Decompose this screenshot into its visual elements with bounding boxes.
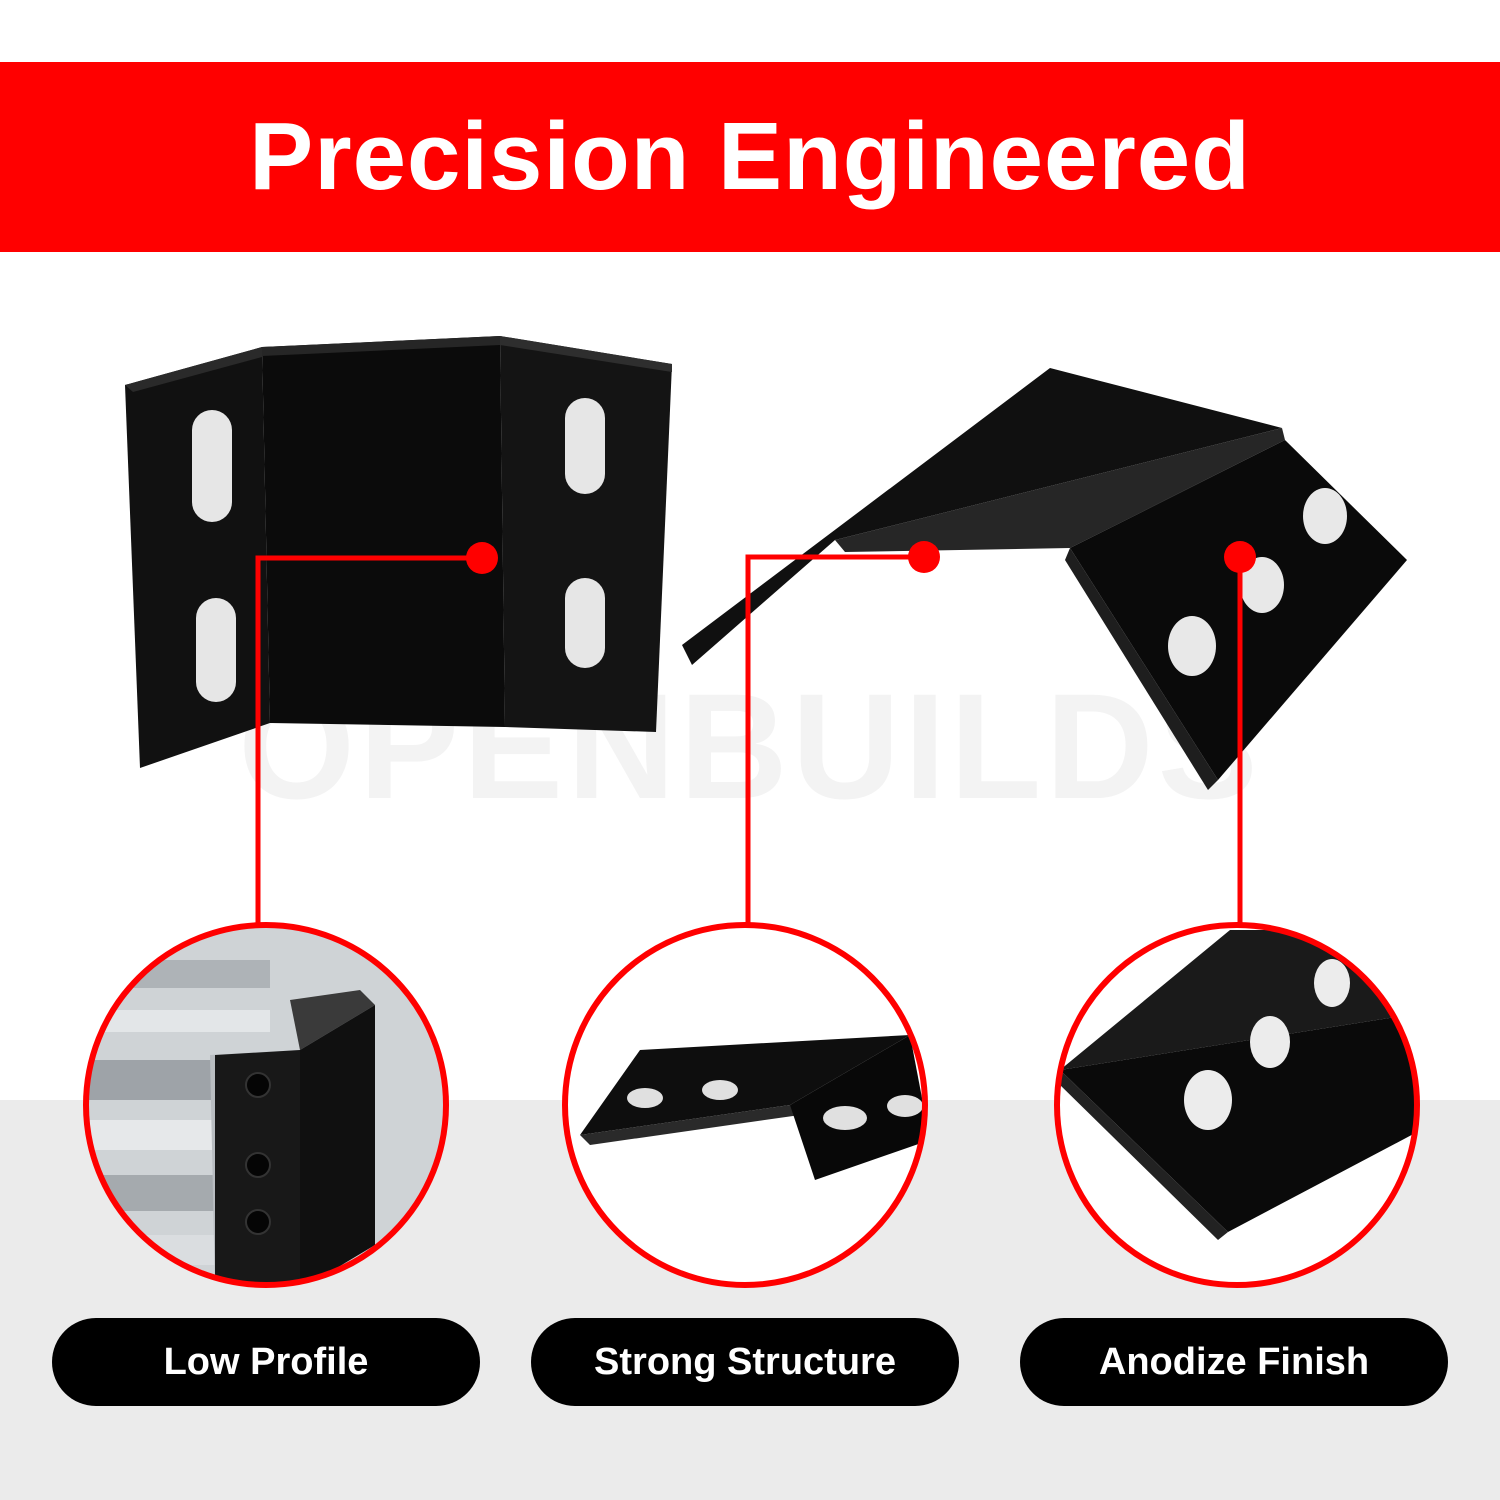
feature-label-strong-structure: Strong Structure (531, 1318, 959, 1406)
feature-label-anodize-finish: Anodize Finish (1020, 1318, 1448, 1406)
slot-hole (192, 410, 232, 522)
low-profile-closeup (86, 925, 446, 1285)
slot-hole (196, 598, 236, 702)
feature-label-text: Low Profile (163, 1340, 369, 1383)
callout-lines (255, 554, 1243, 925)
feature-label-text: Anodize Finish (1098, 1340, 1370, 1383)
page-title: Precision Engineered (249, 103, 1251, 210)
bolt-hole (1240, 557, 1284, 613)
header-banner: Precision Engineered (0, 62, 1500, 252)
slot-hole (565, 578, 605, 668)
bolt-hole (1303, 488, 1347, 544)
callout-dot (908, 541, 940, 573)
angle-bracket-image (682, 368, 1407, 790)
callout-dots (466, 541, 1256, 574)
feature-label-low-profile: Low Profile (52, 1318, 480, 1406)
corner-bracket-image (125, 336, 672, 768)
closeup-ring (83, 922, 449, 1288)
bolt-hole (1168, 616, 1216, 676)
slot-hole (565, 398, 605, 494)
closeup-ring (562, 922, 928, 1288)
callout-dot (466, 542, 498, 574)
callout-dot (1224, 541, 1256, 573)
anodize-finish-closeup (1057, 925, 1417, 1285)
feature-label-text: Strong Structure (594, 1340, 896, 1383)
closeup-ring (1054, 922, 1420, 1288)
strong-structure-closeup (565, 925, 925, 1285)
